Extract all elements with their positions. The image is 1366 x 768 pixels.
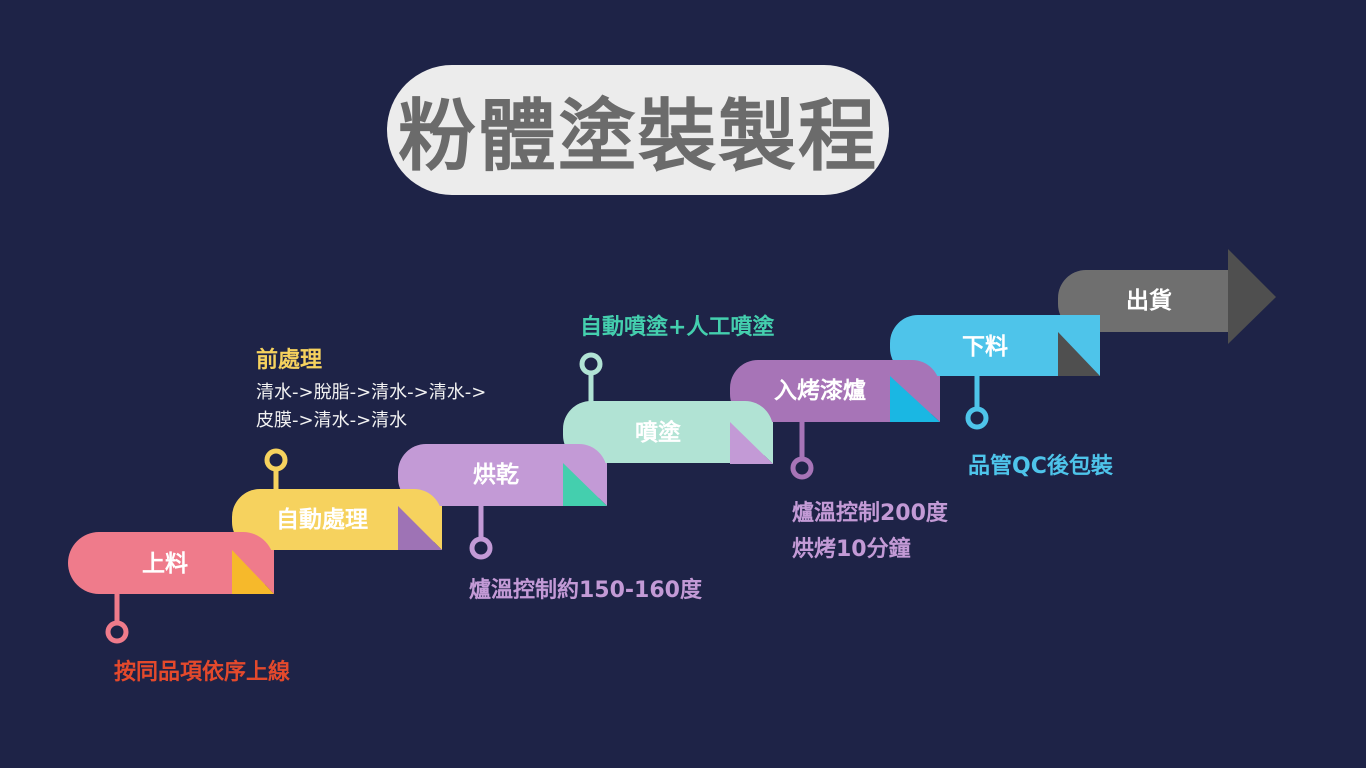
note-spraying: 自動噴塗+人工噴塗 [580,315,775,340]
pin-pretreat [264,448,288,492]
page-title: 粉體塗裝製程 [397,92,878,182]
step-label-shipping: 出貨 [1126,287,1172,314]
step-label-unloading: 下料 [962,334,1008,360]
step-oven: 入烤漆爐 [730,360,940,422]
note-oven-line1: 爐溫控制200度 [792,501,948,526]
step-label-loading: 上料 [142,551,188,577]
step-loading: 上料 [68,532,274,594]
step-drying: 烘乾 [398,444,607,506]
step-label-spraying: 噴塗 [635,419,681,446]
note-pretreat-title: 前處理 [256,348,323,373]
note-pretreat-line2: 皮膜->清水->清水 [256,410,408,431]
step-spraying: 噴塗 [563,401,773,464]
pin-spraying [579,352,603,404]
note-drying: 爐溫控制約150-160度 [469,578,702,603]
step-auto-treatment: 自動處理 [232,489,442,550]
pin-drying [469,506,493,560]
step-label-oven: 入烤漆爐 [774,378,866,404]
note-loading: 按同品項依序上線 [114,660,291,685]
pin-oven [790,422,814,480]
note-unloading: 品管QC後包裝 [968,454,1113,479]
title-pill: 粉體塗裝製程 [387,65,889,195]
step-shipping: 出貨 [1058,249,1276,344]
pin-loading [105,594,129,644]
pin-unloading [965,376,989,430]
note-pretreat-line1: 清水->脫脂->清水->清水-> [256,382,487,403]
step-label-auto-treatment: 自動處理 [276,506,368,533]
step-unloading: 下料 [890,315,1100,376]
note-oven-line2: 烘烤10分鐘 [792,537,911,562]
step-label-drying: 烘乾 [473,461,519,488]
